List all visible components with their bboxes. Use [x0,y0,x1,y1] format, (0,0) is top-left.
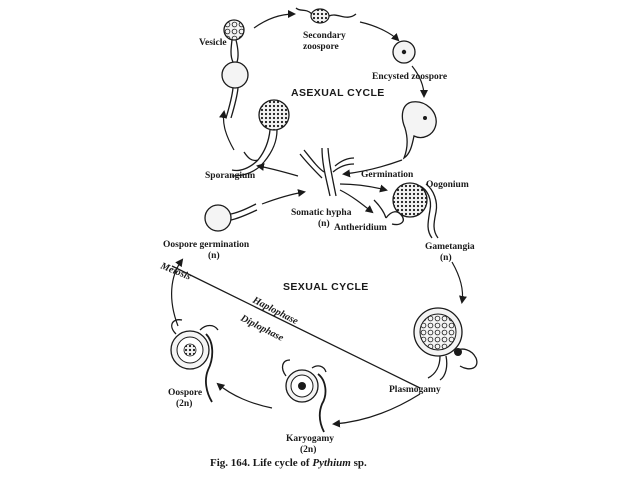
vesicle-drawing [221,19,249,119]
plasmogamy-drawing [413,307,478,381]
arrow-oospore-to-germination [171,258,184,327]
oospore-drawing [170,319,219,403]
label-plasmogamy: Plasmogamy [389,385,441,395]
arrow-vesicle-to-zoospore [253,10,296,29]
label-oogonium: Oogonium [426,180,469,190]
somatic-hypha-drawing [299,147,355,197]
label-antheridium: Antheridium [334,223,387,233]
label-karyogamy-2: (2n) [300,444,316,455]
label-meiosis: Meiosis [158,260,193,282]
label-oospore-1: Oospore [168,388,202,398]
label-somatic-hypha-2: (n) [318,218,330,229]
arrow-hypha-to-oogonium [339,183,388,193]
figure-caption: Fig. 164. Life cycle of Pythium sp. [210,457,367,469]
encysted-zoospore-drawing [392,40,416,64]
label-oospore-2: (2n) [176,398,192,409]
label-sporangium: Sporangium [205,171,255,181]
label-encysted-zoospore: Encysted zoospore [372,72,447,82]
label-sexual-cycle: SEXUAL CYCLE [283,281,369,293]
caption-suffix: sp. [351,457,367,469]
arrow-hypha-to-sporangium [256,163,299,177]
label-oospore-germination-2: (n) [208,250,220,261]
label-vesicle: Vesicle [199,38,227,48]
karyogamy-drawing [281,359,327,433]
arrow-sporangium-to-vesicle [219,110,235,151]
arrow-plasmogamy-to-karyogamy [332,393,421,428]
label-somatic-hypha-1: Somatic hypha [291,208,352,218]
germination-drawing [401,101,437,160]
arrow-zoospore-to-encysted [359,21,400,42]
oospore-germination-drawing [204,203,258,232]
arrow-karyogamy-to-oospore [216,382,273,409]
secondary-zoospore-drawing [295,7,357,24]
label-karyogamy-1: Karyogamy [286,434,334,444]
arrow-hypha-to-antheridium [339,189,374,214]
arrow-oospore-germ-to-hypha [261,189,306,205]
label-secondary-zoospore-2: zoospore [303,42,339,52]
label-gametangia-2: (n) [440,252,452,263]
phase-divider-line [171,265,421,389]
label-asexual-cycle: ASEXUAL CYCLE [291,87,385,99]
label-gametangia-1: Gametangia [425,242,475,252]
label-secondary-zoospore-1: Secondary [303,31,346,41]
label-oospore-germination-1: Oospore germination [163,240,250,250]
sporangium-drawing [231,99,290,177]
arrow-germination-to-hypha [342,159,403,178]
arrow-gametangia-to-plasmogamy [451,261,467,304]
caption-prefix: Fig. 164. Life cycle of [210,457,312,469]
arrow-encysted-to-germination [411,65,428,98]
label-germination: Germination [361,170,414,180]
gametangia-drawing [373,182,439,239]
caption-genus: Pythium [312,457,351,469]
